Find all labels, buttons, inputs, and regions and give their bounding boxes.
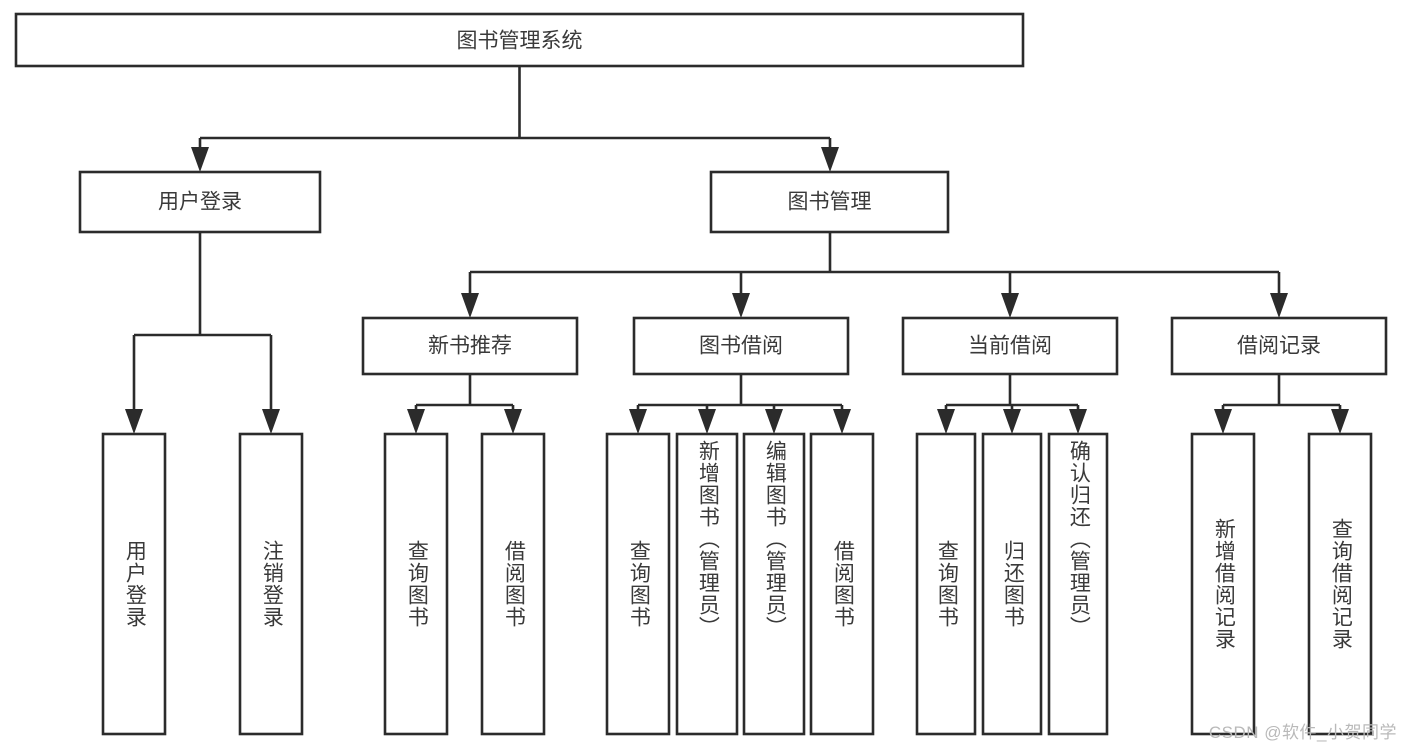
arrow-to-leaf-user-login	[125, 409, 143, 434]
node-book-borrow[interactable]	[632, 316, 850, 376]
connector-user-login-to-leaves	[132, 232, 273, 418]
node-leaf-user-login[interactable]	[101, 432, 167, 736]
arrow-to-leaf-query-book-1	[407, 409, 425, 434]
node-leaf-borrow-book-1[interactable]	[480, 432, 546, 736]
node-leaf-query-book-1[interactable]	[383, 432, 449, 736]
node-book-manage-label: 图书管理	[788, 191, 872, 214]
arrow-to-current-borrow	[1001, 293, 1019, 318]
connector-new-book-recommend-to-leaves	[414, 374, 515, 418]
arrow-to-user-login	[191, 147, 209, 172]
arrow-to-borrow-record	[1270, 293, 1288, 318]
arrow-to-leaf-query-book-2	[629, 409, 647, 434]
arrow-to-leaf-return-book	[1003, 409, 1021, 434]
node-borrow-record[interactable]	[1170, 316, 1388, 376]
node-book-borrow-label: 图书借阅	[699, 335, 783, 358]
connector-layer	[125, 66, 1349, 434]
node-leaf-confirm-return[interactable]	[1047, 432, 1109, 736]
node-current-borrow-label: 当前借阅	[968, 335, 1052, 358]
arrow-to-leaf-query-book-3	[937, 409, 955, 434]
node-leaf-add-book[interactable]	[675, 432, 739, 736]
node-leaf-edit-book[interactable]	[742, 432, 806, 736]
connector-book-borrow-to-leaves	[636, 374, 844, 418]
arrow-to-leaf-add-borrow-record	[1214, 409, 1232, 434]
connector-book-manage-to-groups	[468, 232, 1281, 302]
arrow-to-leaf-borrow-book-1	[504, 409, 522, 434]
arrow-to-leaf-edit-book	[765, 409, 783, 434]
arrow-to-leaf-borrow-book-2	[833, 409, 851, 434]
node-current-borrow[interactable]	[901, 316, 1119, 376]
node-leaf-add-borrow-record[interactable]	[1190, 432, 1256, 736]
arrow-to-leaf-query-borrow-record	[1331, 409, 1349, 434]
node-user-login[interactable]	[78, 170, 322, 234]
arrow-to-leaf-add-book	[698, 409, 716, 434]
arrow-to-leaf-confirm-return	[1069, 409, 1087, 434]
node-new-book-recommend-label: 新书推荐	[428, 335, 512, 358]
node-leaf-query-book-3[interactable]	[915, 432, 977, 736]
connector-borrow-record-to-leaves	[1221, 374, 1342, 418]
node-user-login-label: 用户登录	[158, 191, 242, 214]
arrow-to-book-manage	[821, 147, 839, 172]
arrow-to-new-book-recommend	[461, 293, 479, 318]
node-layer: 图书管理系统 用户登录 图书管理 新书推荐 图书借阅 当前借阅 借阅记录	[14, 12, 1388, 736]
connector-root-to-level2	[198, 66, 832, 155]
node-leaf-logout[interactable]	[238, 432, 304, 736]
node-book-manage[interactable]	[709, 170, 950, 234]
node-leaf-query-book-2[interactable]	[605, 432, 671, 736]
node-root-label: 图书管理系统	[457, 30, 583, 53]
node-borrow-record-label: 借阅记录	[1237, 335, 1321, 358]
arrow-to-leaf-logout	[262, 409, 280, 434]
node-leaf-query-borrow-record[interactable]	[1307, 432, 1373, 736]
arrow-to-book-borrow	[732, 293, 750, 318]
node-leaf-borrow-book-2[interactable]	[809, 432, 875, 736]
csdn-watermark: CSDN @软件_小贺同学	[1208, 723, 1397, 742]
node-root[interactable]	[14, 12, 1025, 68]
node-leaf-return-book[interactable]	[981, 432, 1043, 736]
node-new-book-recommend[interactable]	[361, 316, 579, 376]
